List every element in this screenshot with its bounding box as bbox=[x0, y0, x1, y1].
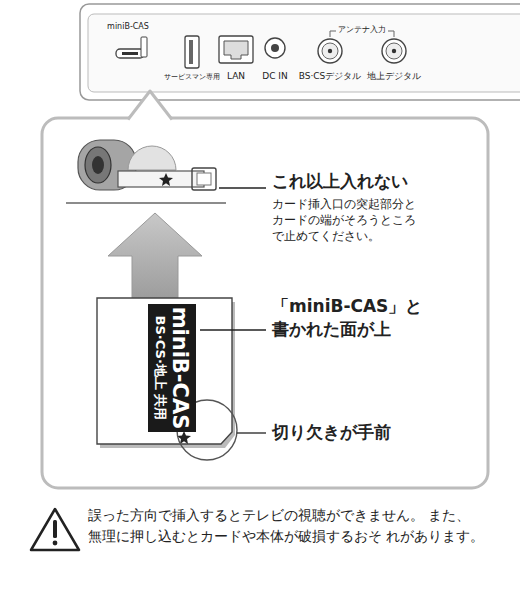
slot-housing-hole bbox=[92, 156, 104, 174]
port-label: BS·CSデジタル bbox=[297, 70, 364, 82]
card-rotated-text: miniB-CASBS·CS·地上 共用 bbox=[148, 304, 196, 432]
warning-note: 誤った方向で挿入するとテレビの視聴ができません。 また、無理に押し込むとカードや… bbox=[88, 505, 512, 547]
panel-surface-line bbox=[66, 202, 226, 204]
card-print: BS·CS·地上 共用 bbox=[152, 316, 168, 421]
card-label-band: miniB-CASBS·CS·地上 共用 bbox=[148, 304, 196, 432]
slot-bump bbox=[128, 146, 176, 170]
lan-port-inner bbox=[224, 41, 248, 59]
port-label: 地上デジタル bbox=[365, 70, 423, 82]
card-slot-opening bbox=[122, 52, 138, 55]
slot-protrusion-inner bbox=[197, 173, 211, 185]
port-label: DC IN bbox=[260, 70, 289, 82]
warning-triangle bbox=[31, 509, 79, 550]
callout-panel-outline bbox=[42, 118, 488, 488]
minibcas-card: miniB-CASBS·CS·地上 共用 bbox=[97, 298, 232, 444]
slot-housing-face bbox=[85, 147, 111, 183]
device-rear-panel: miniB-CAS サービスマン専用LAN DC IN アンテナ入力 BS·CSデジタル… bbox=[80, 0, 520, 100]
card-outline bbox=[97, 298, 232, 444]
port-label: サービスマン専用 bbox=[162, 73, 222, 82]
dc-jack-pin bbox=[271, 44, 279, 52]
callout-tail bbox=[128, 91, 172, 120]
antenna-connector-ring bbox=[386, 43, 402, 59]
dc-jack bbox=[265, 38, 285, 58]
port-label: miniB-CAS bbox=[105, 22, 151, 33]
antenna-connector-ring bbox=[322, 43, 338, 59]
inserted-card-edge bbox=[118, 171, 204, 187]
slot-protrusion bbox=[192, 168, 216, 190]
usb-port bbox=[185, 36, 199, 68]
insert-arrow bbox=[108, 213, 202, 304]
card-print: miniB-CAS bbox=[168, 307, 192, 430]
callout-panel: これ以上入れないカード挿入口の突起部分と カードの端がそろうところ で止めてくだ… bbox=[40, 115, 490, 490]
card-star-mark bbox=[159, 173, 173, 186]
leader-line bbox=[200, 329, 266, 330]
leader-line bbox=[219, 187, 266, 188]
port-label: LAN bbox=[225, 70, 247, 82]
callout-heading: これ以上入れない bbox=[272, 170, 408, 193]
card-slot-tab bbox=[141, 37, 147, 57]
callout-tail-fill bbox=[128, 91, 172, 121]
leader-line bbox=[237, 432, 266, 433]
lan-port bbox=[219, 36, 253, 63]
antenna-connector bbox=[382, 39, 406, 63]
warning-mark-bar bbox=[53, 520, 57, 538]
device-rear-face bbox=[88, 14, 520, 92]
antenna-connector-pin bbox=[392, 49, 396, 53]
card-slot bbox=[116, 49, 144, 58]
usb-port-tongue bbox=[189, 40, 193, 64]
antenna-connector bbox=[318, 39, 342, 63]
callout-note: カード挿入口の突起部分と カードの端がそろうところ で止めてください。 bbox=[272, 196, 444, 245]
device-body bbox=[80, 4, 520, 100]
callout-heading: 切り欠きが手前 bbox=[272, 421, 391, 444]
group-label: アンテナ入力 bbox=[336, 25, 388, 36]
callout-heading: 「miniB-CAS」と 書かれた面が上 bbox=[272, 295, 472, 341]
warning-mark-dot bbox=[53, 541, 58, 546]
antenna-connector-pin bbox=[328, 49, 332, 53]
